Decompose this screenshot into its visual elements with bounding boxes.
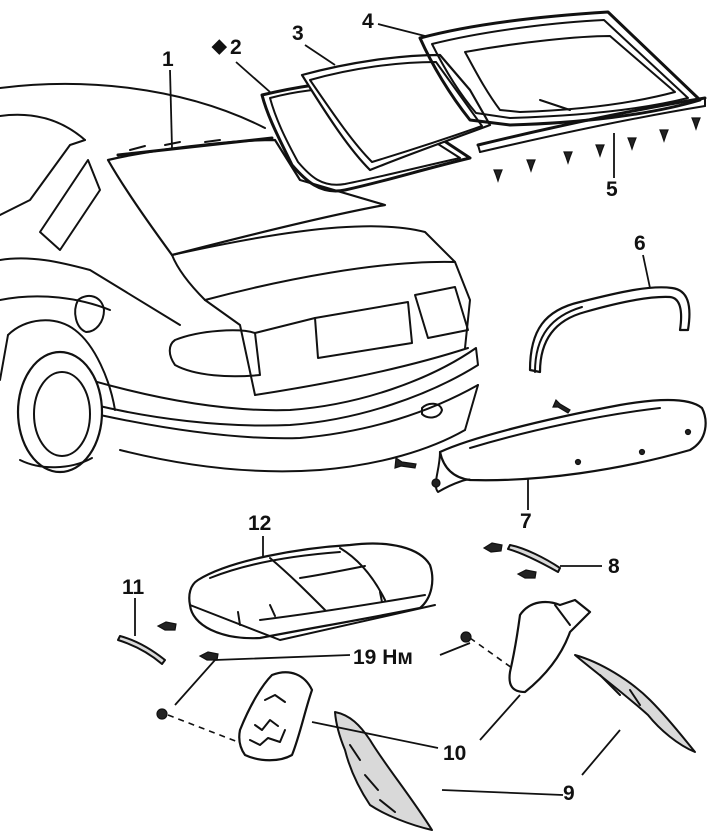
callout-3: 3 <box>292 22 304 45</box>
part-4-glass-molding <box>418 10 702 127</box>
callout-5: 5 <box>606 178 618 201</box>
callout-10: 10 <box>443 742 466 765</box>
part-7-package-tray <box>394 398 707 493</box>
callout-12: 12 <box>248 512 271 535</box>
callout-4: 4 <box>362 10 374 33</box>
callout-2: 2 <box>230 36 242 59</box>
part-8-hinge <box>482 542 561 579</box>
part-12-seat-cushion <box>188 542 436 641</box>
part-6-package-tray-trim <box>528 286 691 374</box>
part-9-quarter-trims <box>334 654 696 831</box>
callout-1: 1 <box>162 48 174 71</box>
part-10-side-trim <box>156 598 592 762</box>
clip-set <box>493 117 701 183</box>
diamond-marker: ◆ <box>211 36 228 57</box>
callout-7: 7 <box>520 510 532 533</box>
callout-11: 11 <box>122 576 145 599</box>
part-11-bracket <box>117 621 219 665</box>
callout-8: 8 <box>608 555 620 578</box>
car-body <box>0 83 479 474</box>
callout-6: 6 <box>634 232 646 255</box>
torque-spec: 19 Нм <box>353 646 413 669</box>
callout-9: 9 <box>563 782 575 805</box>
part-5-lower-molding <box>476 96 707 153</box>
